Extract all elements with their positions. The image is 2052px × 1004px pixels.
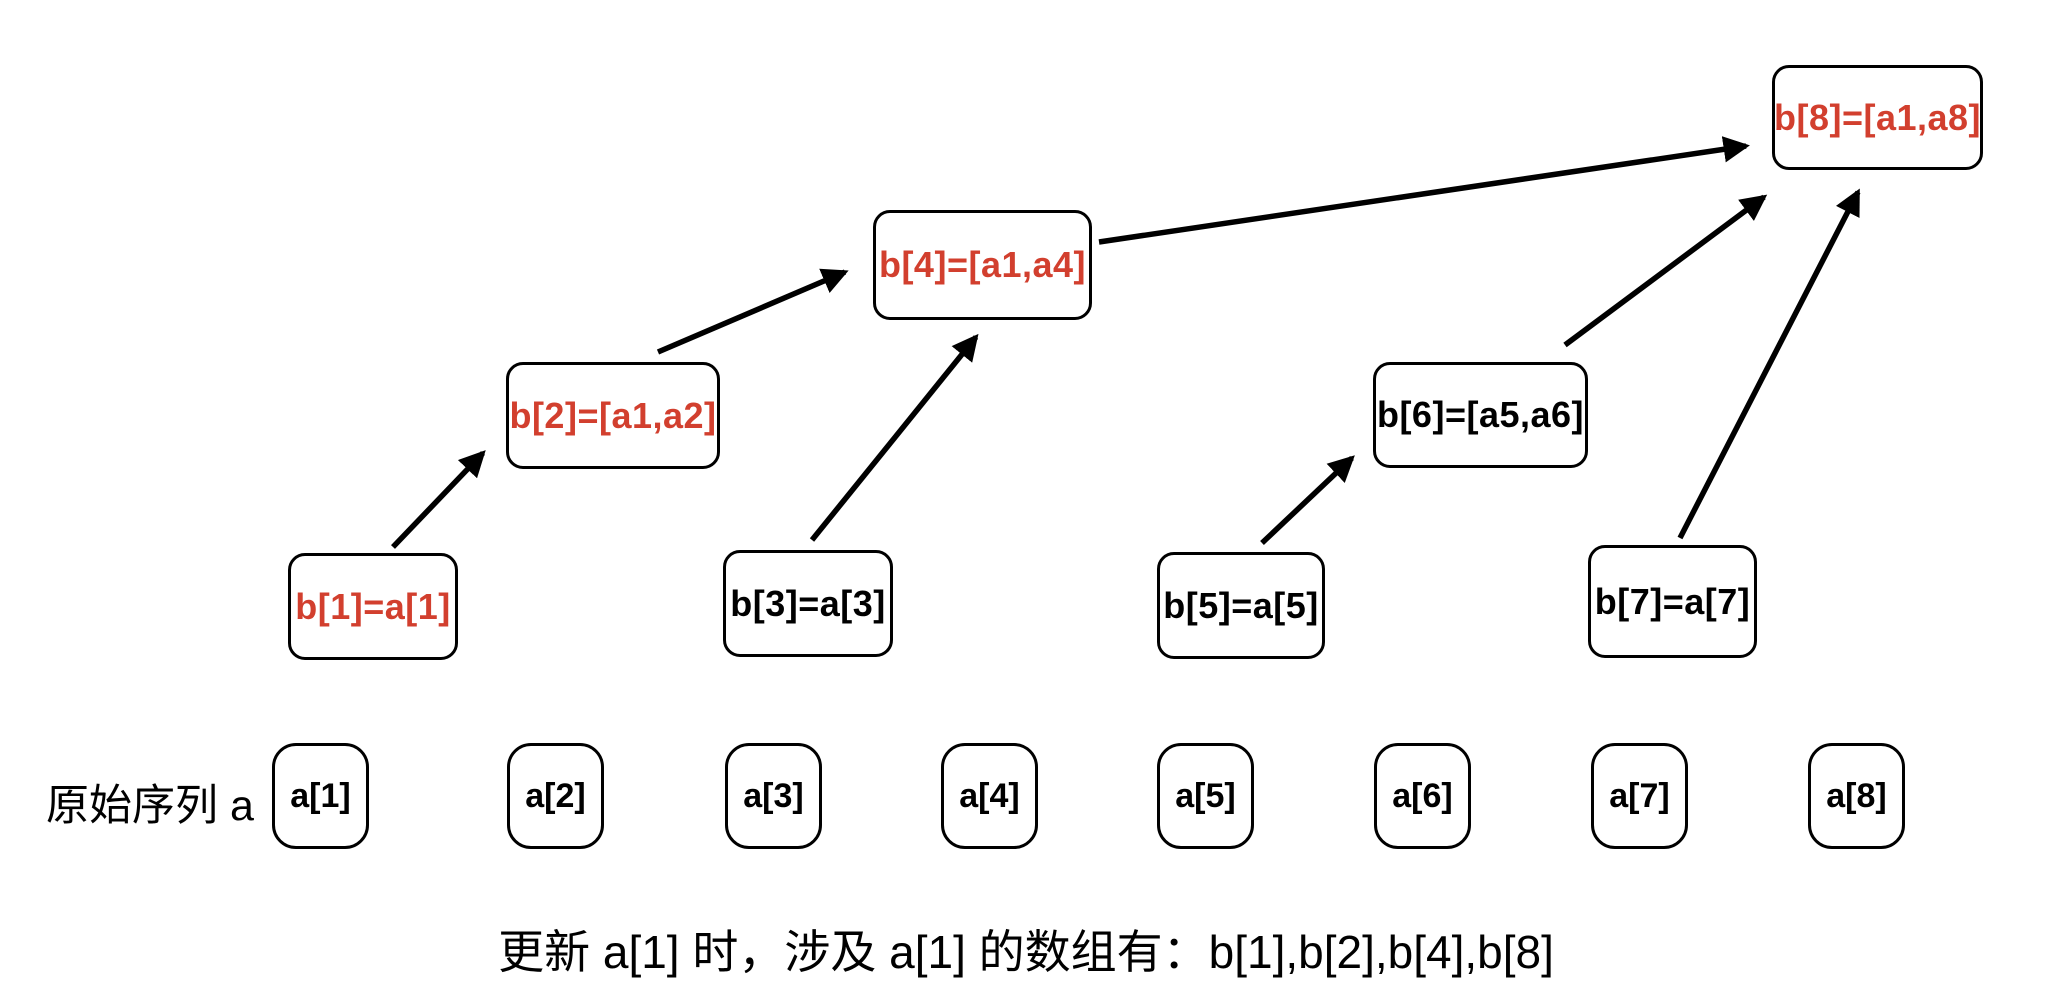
- node-b2-label: b[2]=[a1,a2]: [509, 394, 717, 436]
- node-b7-label: b[7]=a[7]: [1594, 580, 1751, 622]
- cell-a3: a[3]: [725, 743, 822, 849]
- node-b4-label: b[4]=[a1,a4]: [878, 244, 1087, 285]
- cell-a3-label: a[3]: [743, 776, 804, 815]
- node-b6: b[6]=[a5,a6]: [1373, 362, 1588, 468]
- caption-text: 更新 a[1] 时，涉及 a[1] 的数组有：b[1],b[2],b[4],b[…: [498, 926, 1554, 978]
- cell-a2-label: a[2]: [525, 776, 586, 815]
- cell-a4: a[4]: [941, 743, 1038, 849]
- cell-a6-label: a[6]: [1392, 776, 1453, 815]
- cell-a1-label: a[1]: [290, 776, 351, 815]
- arrow-b6-b8: [1563, 194, 1768, 348]
- node-b3-label: b[3]=a[3]: [730, 582, 886, 624]
- node-b1: b[1]=a[1]: [288, 553, 458, 660]
- cell-a4-label: a[4]: [959, 776, 1020, 815]
- node-b4: b[4]=[a1,a4]: [873, 210, 1092, 320]
- node-b8: b[8]=[a1,a8]: [1772, 65, 1983, 170]
- cell-a1: a[1]: [272, 743, 369, 849]
- node-b8-label: b[8]=[a1,a8]: [1773, 96, 1982, 138]
- cell-a5: a[5]: [1157, 743, 1254, 849]
- cell-a7-label: a[7]: [1609, 776, 1670, 815]
- node-b5: b[5]=a[5]: [1157, 552, 1325, 659]
- arrow-b2-b4: [656, 268, 849, 355]
- node-b3: b[3]=a[3]: [723, 550, 893, 657]
- cell-a8-label: a[8]: [1826, 776, 1887, 815]
- node-b2: b[2]=[a1,a2]: [506, 362, 720, 469]
- arrow-b5-b6: [1260, 455, 1355, 545]
- cell-a8: a[8]: [1808, 743, 1905, 849]
- cell-a2: a[2]: [507, 743, 604, 849]
- node-b6-label: b[6]=[a5,a6]: [1376, 394, 1585, 435]
- cell-a5-label: a[5]: [1175, 776, 1236, 815]
- cell-a7: a[7]: [1591, 743, 1688, 849]
- arrow-b3-b4: [809, 333, 979, 542]
- node-b7: b[7]=a[7]: [1588, 545, 1757, 658]
- array-row-label: 原始序列 a: [46, 782, 254, 830]
- arrow-b4-b8: [1098, 136, 1750, 245]
- arrow-b7-b8: [1677, 188, 1861, 540]
- node-b5-label: b[5]=a[5]: [1163, 584, 1319, 626]
- cell-a6: a[6]: [1374, 743, 1471, 849]
- arrow-b1-b2: [391, 450, 486, 549]
- node-b1-label: b[1]=a[1]: [295, 585, 451, 627]
